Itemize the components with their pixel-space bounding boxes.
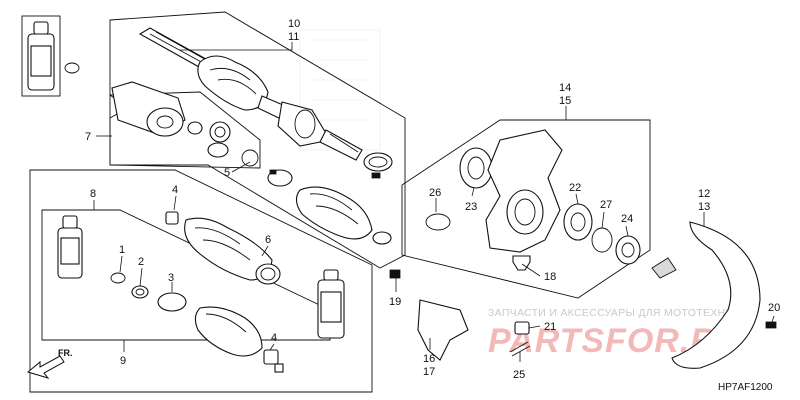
- callout-13: 13: [698, 201, 710, 213]
- leader-10-11: [180, 42, 293, 51]
- callout-2: 2: [138, 256, 144, 268]
- leader-1: [119, 255, 123, 273]
- leader-18: [521, 263, 541, 277]
- callout-8: 8: [90, 188, 96, 200]
- callout-14: 14: [559, 82, 571, 94]
- watermark: ЗАПЧАСТИ И АКСЕССУАРЫ ДЛЯ МОТОТЕХНИКИ PA…: [299, 29, 748, 360]
- grease-bottle-top: [21, 15, 61, 97]
- callout-19: 19: [389, 296, 401, 308]
- leader-24: [625, 225, 629, 237]
- callout-4-upper: 4: [172, 184, 178, 196]
- leader-4a: [173, 195, 177, 211]
- leader-22: [575, 193, 579, 205]
- callout-18: 18: [544, 271, 556, 283]
- grease-bottle-lower: [317, 269, 345, 339]
- inner-boot-group: [165, 211, 281, 285]
- callout-20: 20: [768, 302, 780, 314]
- leader-2: [139, 267, 143, 287]
- box-driveshaft-lower: [29, 169, 373, 393]
- callout-9: 9: [120, 355, 126, 367]
- callout-3: 3: [168, 272, 174, 284]
- outer-boot-group: [267, 169, 392, 245]
- callout-15: 15: [559, 95, 571, 107]
- callout-27: 27: [600, 199, 612, 211]
- leader-20: [771, 315, 775, 323]
- boot-band-upper: [363, 152, 393, 179]
- callout-17: 17: [423, 366, 435, 378]
- leader-5: [231, 161, 251, 173]
- callout-11: 11: [288, 31, 299, 43]
- inner-kit-parts: [57, 215, 284, 373]
- callout-5: 5: [224, 167, 230, 179]
- callout-10: 10: [288, 18, 300, 30]
- snap-ring-top: [64, 62, 80, 74]
- leader-4b: [269, 343, 275, 351]
- cv-joint: [111, 81, 259, 167]
- callout-24: 24: [621, 213, 633, 225]
- driveshaft-upper: [138, 27, 363, 161]
- disc-cover: [651, 221, 777, 369]
- leader-6: [261, 245, 269, 257]
- front-direction-arrow: FR.: [26, 348, 73, 379]
- callout-22: 22: [569, 182, 581, 194]
- leader-23: [471, 187, 475, 197]
- callout-4-lower: 4: [271, 332, 277, 344]
- diagram-code: HP7AF1200: [718, 382, 773, 393]
- callout-26: 26: [429, 187, 441, 199]
- callout-21: 21: [544, 321, 556, 333]
- leader-27: [601, 211, 605, 229]
- callout-16: 16: [423, 353, 435, 365]
- box-cv-joint-7: [109, 91, 261, 169]
- callout-1: 1: [119, 244, 125, 256]
- callout-6: 6: [265, 234, 271, 246]
- front-label: FR.: [58, 348, 73, 358]
- leader-21: [528, 325, 541, 329]
- knuckle-group: [389, 129, 641, 361]
- callout-7: 7: [85, 131, 91, 143]
- watermark-text: ЗАПЧАСТИ И АКСЕССУАРЫ ДЛЯ МОТОТЕХНИКИ: [488, 307, 748, 319]
- box-knuckle: [401, 119, 651, 299]
- callout-25: 25: [513, 369, 525, 381]
- callout-23: 23: [465, 201, 477, 213]
- callout-12: 12: [698, 188, 710, 200]
